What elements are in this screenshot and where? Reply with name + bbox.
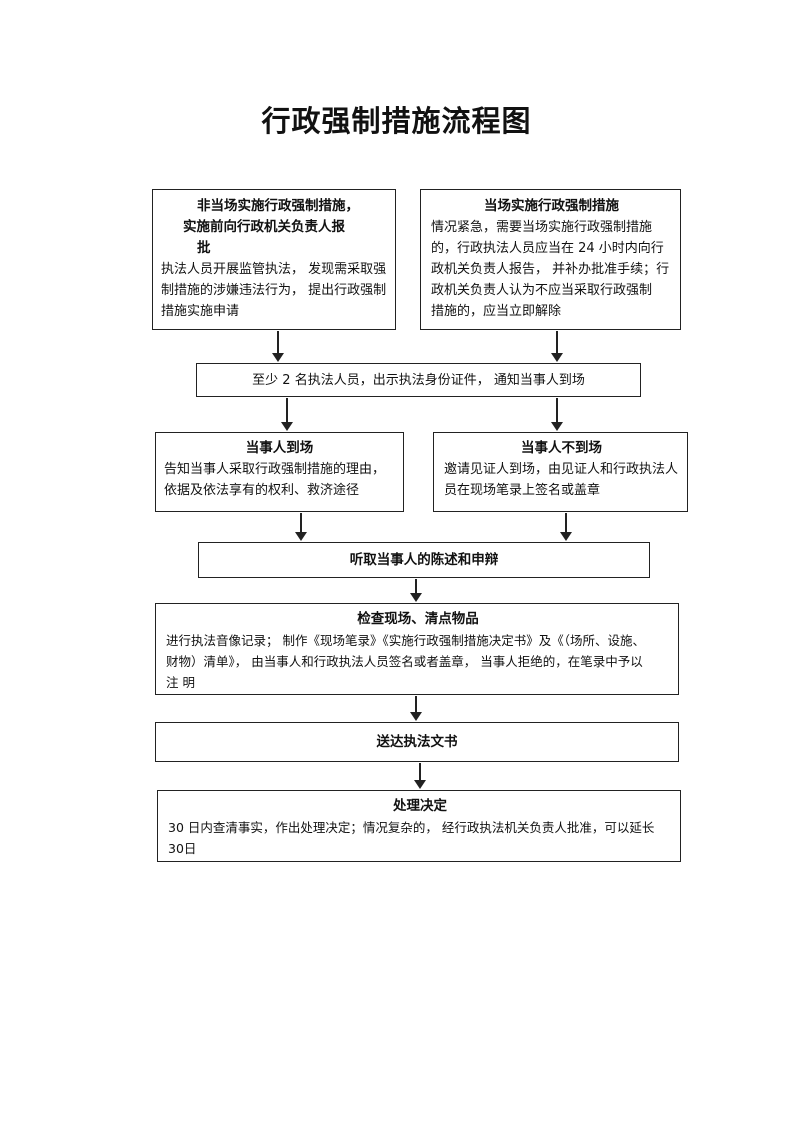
show-identity-box: 至少 2 名执法人员，出示执法身份证件， 通知当事人到场 [196, 363, 641, 397]
on-site-body-line: 措施的，应当立即解除 [431, 304, 562, 319]
hearing-box: 听取当事人的陈述和申辩 [198, 542, 650, 578]
party-absent-box: 当事人不到场 邀请见证人到场，由见证人和行政执法人 员在现场笔录上签名或盖章 [433, 432, 688, 512]
non-site-measure-box: 非当场实施行政强制措施， 实施前向行政机关负责人报 批 执法人员开展监管执法， … [152, 189, 396, 330]
decision-heading: 处理决定 [393, 798, 447, 814]
flow-arrow [410, 579, 422, 602]
on-site-body-line: 政机关负责人认为不应当采取行政强制 [431, 283, 653, 298]
non-site-body-line: 制措施的涉嫌违法行为， 提出行政强制 [161, 283, 387, 298]
non-site-heading-line: 批 [197, 240, 211, 256]
party-present-box: 当事人到场 告知当事人采取行政强制措施的理由， 依据及依法享有的权利、救济途径 [155, 432, 404, 512]
party-absent-heading: 当事人不到场 [521, 440, 602, 456]
party-absent-body-line: 员在现场笔录上签名或盖章 [444, 483, 601, 498]
flow-arrow [560, 513, 572, 541]
flow-arrow [272, 331, 284, 362]
non-site-heading-line: 实施前向行政机关负责人报 [183, 219, 345, 235]
show-identity-text: 至少 2 名执法人员，出示执法身份证件， 通知当事人到场 [252, 372, 585, 388]
hearing-text: 听取当事人的陈述和申辩 [349, 551, 499, 568]
page-title: 行政强制措施流程图 [261, 104, 532, 138]
decision-box: 处理决定 30 日内查清事实，作出处理决定；情况复杂的， 经行政执法机关负责人批… [157, 790, 681, 862]
inspect-site-body-line: 财物）清单》， 由当事人和行政执法人员签名或者盖章， 当事人拒绝的，在笔录中予以 [166, 654, 643, 669]
flow-arrow [281, 398, 293, 431]
flow-arrow [295, 513, 307, 541]
decision-body-line: 30日 [168, 841, 197, 856]
inspect-site-heading: 检查现场、清点物品 [357, 611, 479, 627]
flow-arrow [551, 398, 563, 431]
inspect-site-body-line: 进行执法音像记录； 制作《现场笔录》《实施行政强制措施决定书》及《（场所、设施、 [166, 633, 645, 648]
non-site-body-line: 措施实施申请 [161, 304, 240, 319]
party-present-body-line: 依据及依法享有的权利、救济途径 [164, 483, 360, 498]
inspect-site-box: 检查现场、清点物品 进行执法音像记录； 制作《现场笔录》《实施行政强制措施决定书… [155, 603, 679, 695]
party-absent-body-line: 邀请见证人到场，由见证人和行政执法人 [444, 462, 679, 477]
on-site-body-line: 情况紧急，需要当场实施行政强制措施 [431, 220, 653, 235]
flow-arrow [551, 331, 563, 362]
deliver-documents-box: 送达执法文书 [155, 722, 679, 762]
on-site-body-line: 的，行政执法人员应当在 24 小时内向行 [431, 241, 664, 256]
flow-arrow [410, 696, 422, 721]
deliver-documents-text: 送达执法文书 [376, 733, 458, 750]
party-present-body-line: 告知当事人采取行政强制措施的理由， [164, 462, 386, 477]
inspect-site-body-line: 注 明 [166, 675, 195, 690]
flow-arrow [414, 763, 426, 789]
non-site-body-line: 执法人员开展监管执法， 发现需采取强 [161, 262, 387, 277]
party-present-heading: 当事人到场 [245, 440, 314, 456]
decision-body-line: 30 日内查清事实，作出处理决定；情况复杂的， 经行政执法机关负责人批准，可以延… [168, 820, 655, 835]
on-site-measure-box: 当场实施行政强制措施 情况紧急，需要当场实施行政强制措施 的，行政执法人员应当在… [420, 189, 681, 330]
on-site-heading: 当场实施行政强制措施 [484, 198, 619, 214]
on-site-body-line: 政机关负责人报告， 并补办批准手续；行 [431, 262, 670, 277]
non-site-heading-line: 非当场实施行政强制措施， [197, 198, 359, 214]
